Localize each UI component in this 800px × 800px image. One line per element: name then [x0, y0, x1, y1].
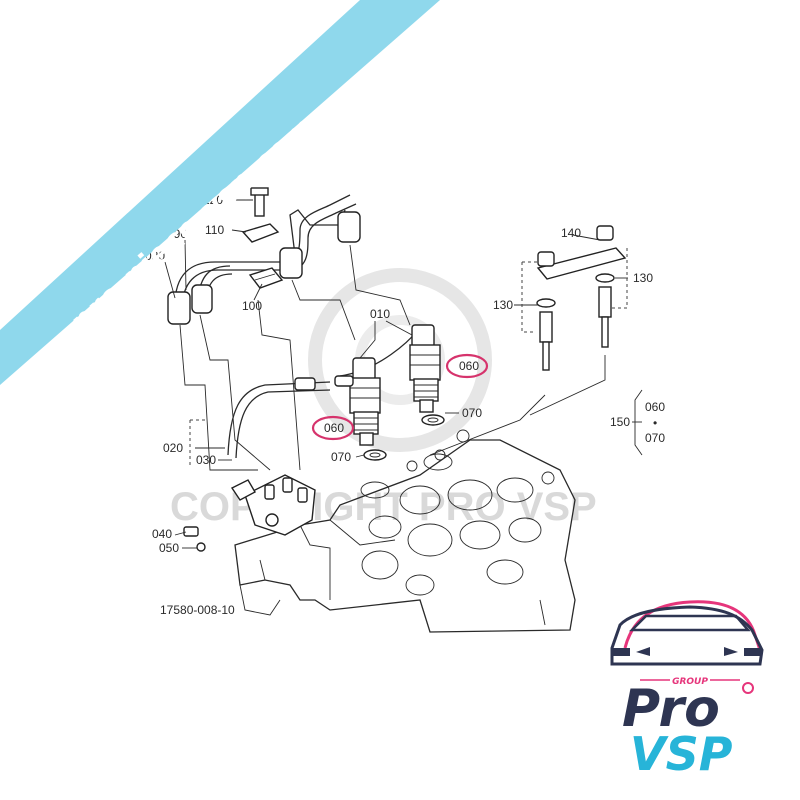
- gasket-right: [421, 414, 445, 426]
- label-060-right: 060: [459, 359, 479, 373]
- highlight-060-left: [311, 415, 355, 441]
- label-070-right: 070: [462, 406, 482, 420]
- guide-lines: [179, 244, 606, 471]
- overflow-fitting: [183, 526, 206, 552]
- label-010: 010: [370, 307, 390, 321]
- label-070-left: 070: [331, 450, 351, 464]
- gasket-left: [363, 449, 387, 461]
- label-130-right: 130: [633, 271, 653, 285]
- highlight-060-right: [445, 353, 489, 379]
- diagram-ref-number: 17580-008-10: [160, 603, 235, 617]
- label-020: 020: [163, 441, 183, 455]
- glow-plug-left: [536, 251, 556, 371]
- label-110: 110: [205, 223, 224, 237]
- label-050: 050: [159, 541, 179, 555]
- injector-nozzle-right: [409, 324, 441, 413]
- label-060-left: 060: [324, 421, 344, 435]
- label-130-left: 130: [493, 298, 513, 312]
- injector-nozzle-left: [334, 357, 381, 446]
- label-030-bottom: 030: [196, 453, 216, 467]
- label-040: 040: [152, 527, 172, 541]
- leader-lines: [164, 199, 643, 549]
- engine-block: [234, 429, 576, 633]
- label-150-dot: •: [653, 416, 657, 430]
- label-150: 150: [610, 415, 630, 429]
- injection-pump: [230, 474, 316, 536]
- label-100: 100: [242, 299, 262, 313]
- glow-plug-bus-bar: [536, 247, 627, 280]
- logo-vsp: VSP: [630, 727, 733, 781]
- logo-group-text: GROUP: [672, 677, 708, 687]
- pipe-clamp: [241, 187, 280, 243]
- logo-pro: Pro: [622, 679, 720, 739]
- glow-plug-right: [595, 225, 615, 348]
- pipe-clamp-lower: [248, 267, 284, 289]
- label-140: 140: [561, 226, 581, 240]
- provsp-logo: GROUP Pro VSP: [610, 600, 764, 781]
- label-150-060: 060: [645, 400, 665, 414]
- injection-pipes: [167, 194, 361, 325]
- label-150-070: 070: [645, 431, 665, 445]
